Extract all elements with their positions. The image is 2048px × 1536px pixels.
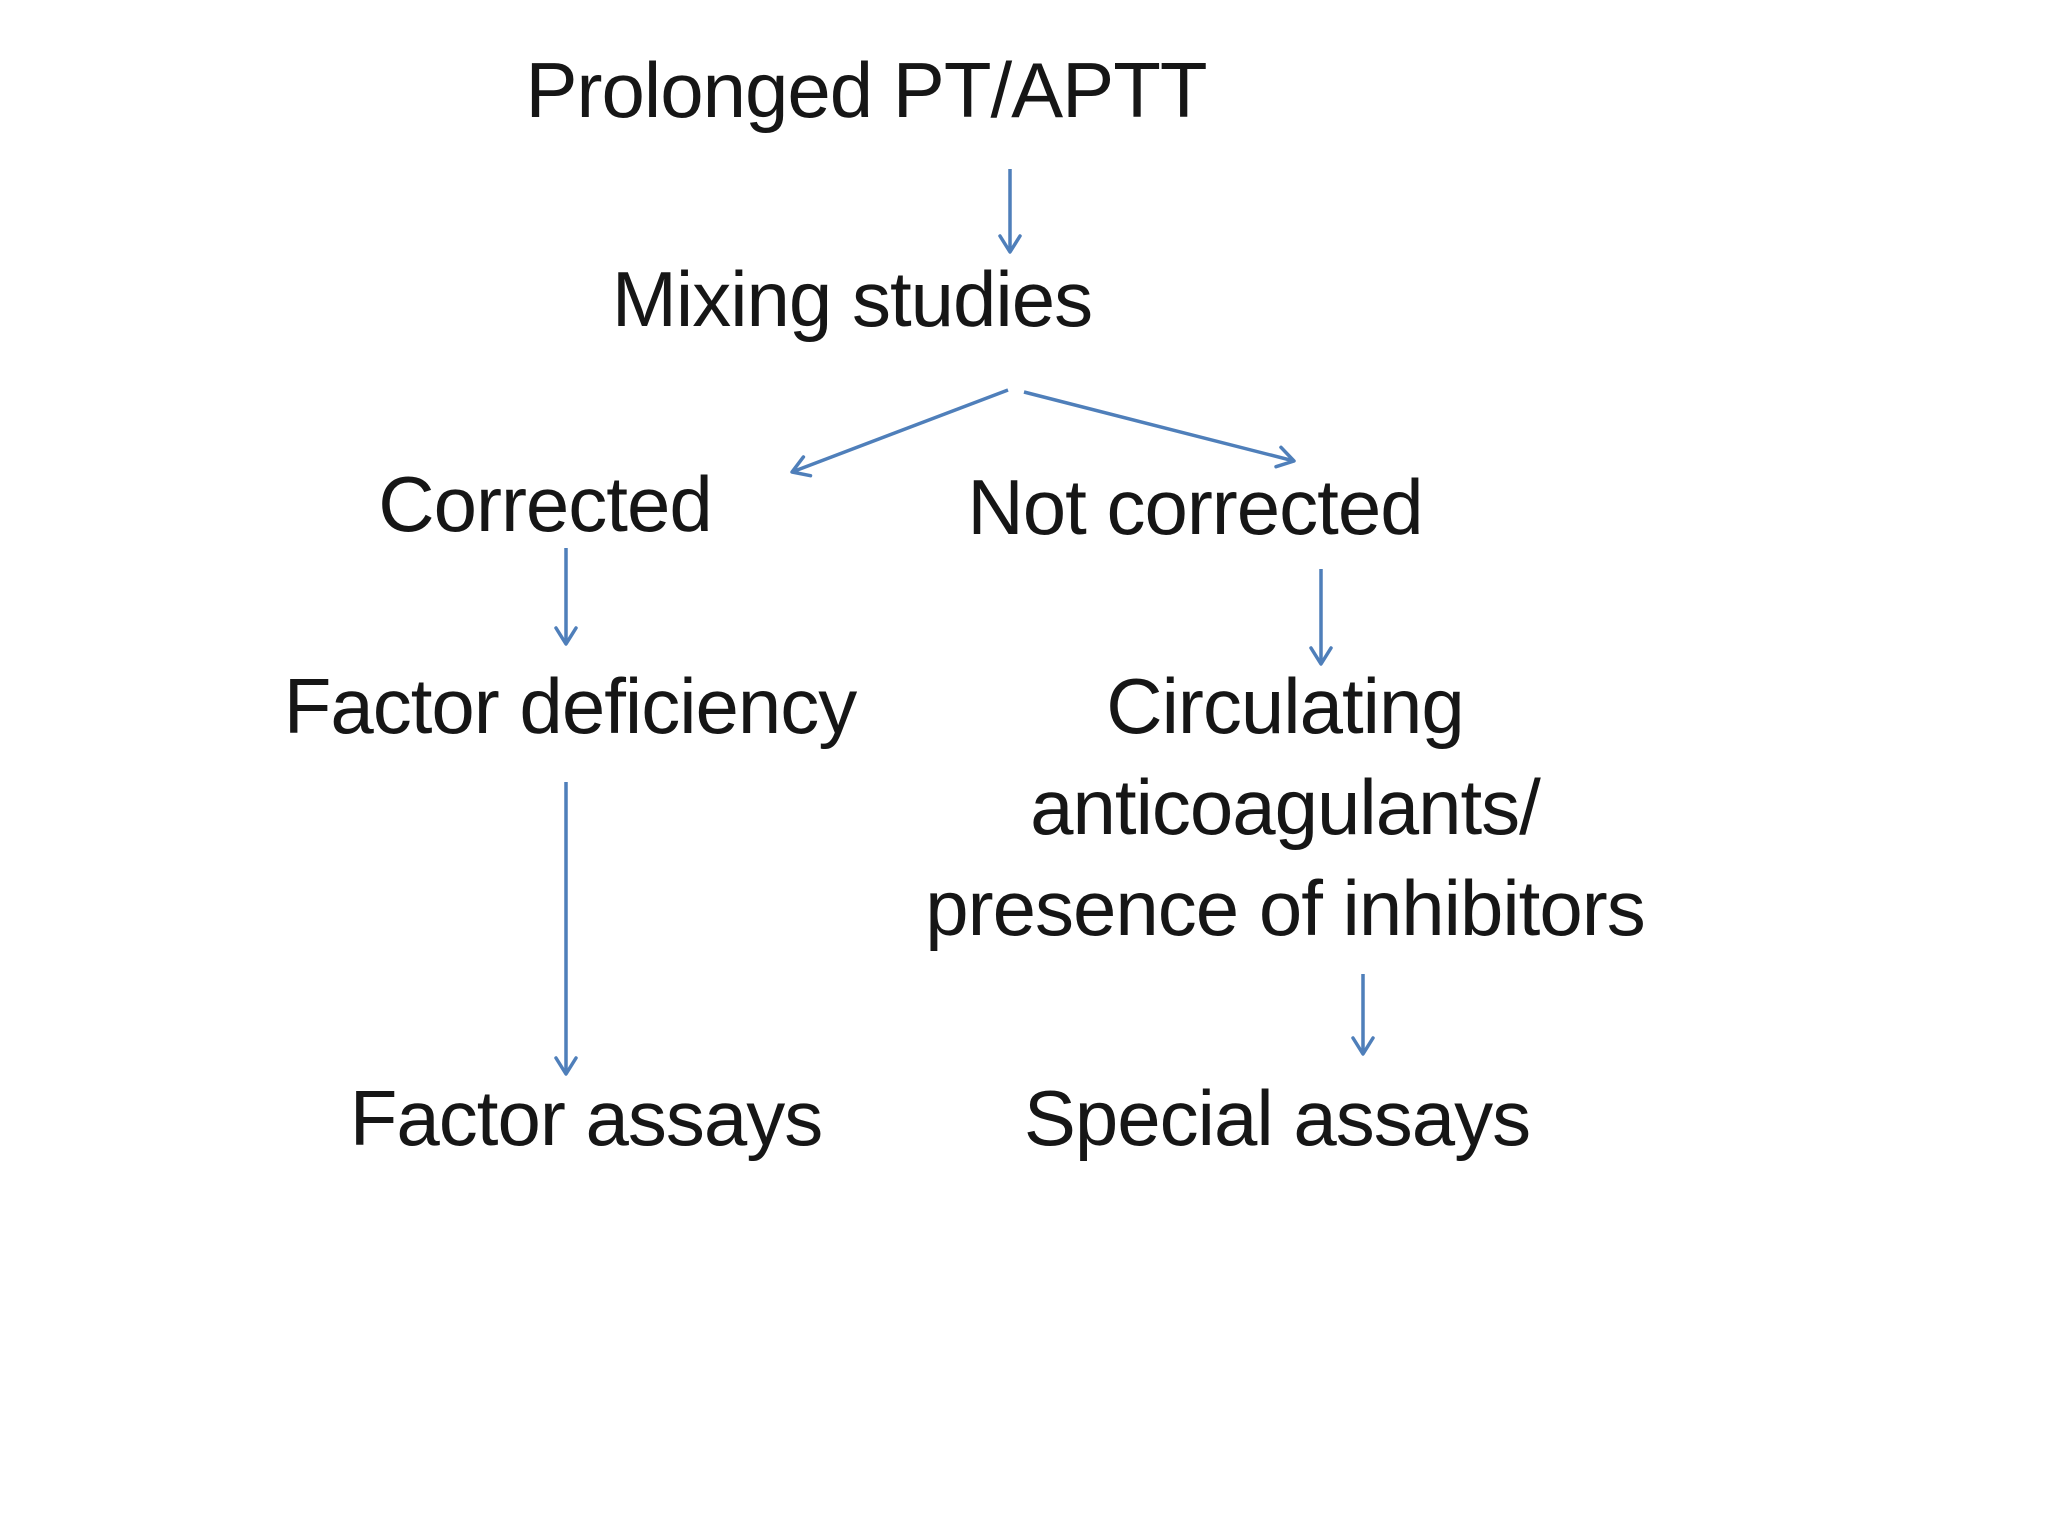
node-special-assays: Special assays xyxy=(1023,1074,1531,1162)
node-corrected: Corrected xyxy=(378,460,712,548)
node-mixing-studies: Mixing studies xyxy=(611,255,1093,343)
node-circulating-line-2: anticoagulants/ xyxy=(1030,763,1541,851)
arrow-mixing-to-corrected xyxy=(790,388,1009,478)
node-not-corrected: Not corrected xyxy=(967,463,1423,551)
node-circulating-line-3: presence of inhibitors xyxy=(925,864,1645,952)
node-prolonged-pt-aptt: Prolonged PT/APTT xyxy=(525,46,1208,134)
node-circulating-anticoagulants: Circulating anticoagulants/ presence of … xyxy=(925,656,1645,959)
node-factor-assays: Factor assays xyxy=(349,1074,823,1162)
node-factor-deficiency: Factor deficiency xyxy=(283,662,858,750)
node-circulating-line-1: Circulating xyxy=(1106,662,1464,750)
arrow-mixing-to-not-corrected xyxy=(1023,390,1296,469)
